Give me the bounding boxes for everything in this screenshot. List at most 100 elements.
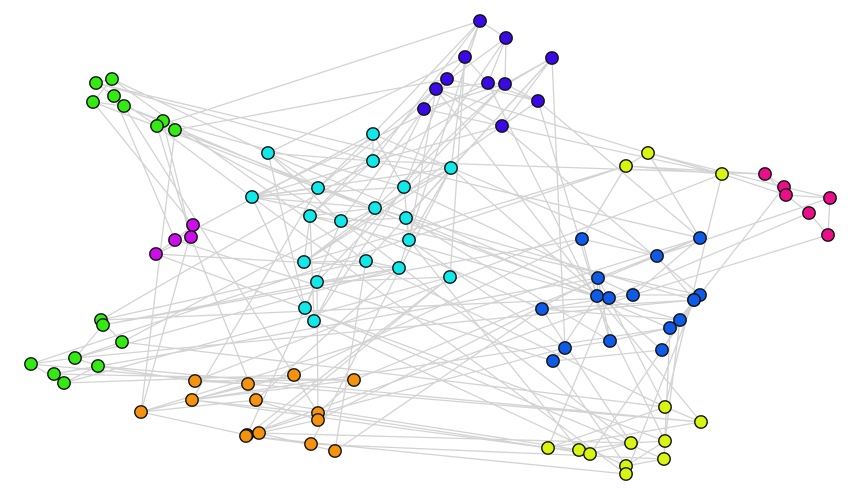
node-yellow-y13	[619, 467, 633, 481]
edge-o11-y9	[258, 432, 632, 444]
edge-g13-y5	[97, 365, 702, 423]
node-green-g11	[115, 335, 129, 349]
edge-b15-b16	[552, 349, 663, 362]
edge-b1-b5	[581, 238, 598, 297]
node-cyan-c18	[298, 301, 312, 315]
edge-c19-c8	[309, 215, 315, 322]
edge-i7-i11	[501, 57, 553, 127]
edge-g8-c7	[174, 129, 376, 209]
edge-c6-b8	[251, 196, 701, 296]
node-pink-p5	[802, 206, 816, 220]
edge-c4-o6	[191, 187, 319, 401]
node-indigo-i1	[473, 14, 487, 28]
edge-i3-c3	[267, 56, 466, 154]
edge-c9-b10	[340, 220, 543, 310]
edge-y1-p1	[625, 165, 766, 175]
node-cyan-c17	[443, 270, 457, 284]
edge-o10-b7	[246, 294, 634, 436]
edge-p3-p4	[785, 194, 831, 199]
edge-c13-m1	[192, 224, 305, 263]
edge-g12-b9	[74, 299, 695, 359]
edge-o9-o11	[258, 419, 319, 434]
edge-o1-y3	[194, 173, 723, 382]
edge-c14-y4	[365, 260, 666, 408]
edge-g8-c9	[174, 129, 342, 222]
edge-c1-c4	[317, 133, 374, 189]
edge-c2-c8	[309, 160, 374, 217]
node-indigo-i5	[481, 76, 495, 90]
edge-layer	[30, 20, 831, 475]
edge-g1-c2	[95, 82, 374, 162]
edge-o4-b2	[353, 255, 658, 381]
edge-b3-b4	[597, 237, 701, 279]
node-green-g13	[91, 359, 105, 373]
node-green-g8	[168, 123, 182, 137]
edge-i8-y2	[435, 88, 649, 154]
edge-o6-b12	[191, 327, 671, 401]
node-yellow-y11	[657, 452, 671, 466]
node-cyan-c1	[366, 127, 380, 141]
edge-i9-c7	[374, 108, 425, 209]
edge-i2-i6	[504, 37, 507, 85]
edge-g10-b1	[102, 238, 583, 326]
edge-i4-c5	[403, 78, 448, 188]
node-orange-o11	[252, 426, 266, 440]
node-orange-o7	[249, 393, 263, 407]
edge-c18-c9	[304, 220, 342, 309]
edge-c12-c13	[303, 167, 452, 263]
node-green-g7	[150, 119, 164, 133]
edge-o8-b14	[317, 347, 566, 414]
node-indigo-i3	[458, 50, 472, 64]
edge-b12-b13	[609, 327, 671, 342]
node-magenta-m1	[186, 218, 200, 232]
node-blue-b16	[655, 343, 669, 357]
node-indigo-i10	[531, 94, 545, 108]
edge-g7-m2	[156, 125, 192, 238]
edge-o4-o6	[191, 379, 355, 401]
node-blue-b5	[590, 289, 604, 303]
node-blue-b6	[602, 291, 616, 305]
node-yellow-y3	[715, 167, 729, 181]
edge-b7-p6	[632, 234, 829, 296]
edge-o5-b3	[140, 237, 701, 413]
edge-y12-b15	[552, 360, 627, 467]
edge-o9-b4	[317, 277, 599, 421]
node-magenta-m3	[168, 233, 182, 247]
edge-i1-g7	[156, 20, 481, 127]
edge-i8-b5	[435, 88, 598, 297]
edge-c6-c12	[251, 167, 452, 198]
edge-g11-c12	[121, 167, 452, 343]
node-blue-b12	[663, 321, 677, 335]
edge-c18-c6	[251, 196, 306, 309]
edge-c15-m4	[155, 253, 400, 269]
edge-b4-b13	[597, 277, 611, 342]
edge-g11-y4	[121, 341, 666, 408]
node-blue-b13	[603, 334, 617, 348]
edge-i9-i11	[423, 108, 503, 127]
node-orange-o14	[239, 429, 253, 443]
edge-g2-c14	[111, 78, 367, 262]
node-cyan-c7	[368, 201, 382, 215]
edge-g2-c3	[111, 78, 269, 154]
edge-c16-c17	[316, 276, 451, 283]
node-magenta-m2	[184, 230, 198, 244]
node-green-g16	[57, 376, 71, 390]
node-green-g2	[105, 72, 119, 86]
node-green-g10	[96, 318, 110, 332]
node-cyan-c13	[297, 255, 311, 269]
node-orange-o5	[134, 405, 148, 419]
node-cyan-c9	[334, 214, 348, 228]
edge-c3-c18	[267, 152, 306, 309]
edge-g14-y1	[30, 165, 627, 365]
edge-c9-y9	[340, 220, 632, 444]
edge-c8-b11	[309, 215, 681, 321]
node-yellow-y9	[624, 436, 638, 450]
edge-g4-m1	[92, 101, 194, 226]
node-orange-o3	[287, 368, 301, 382]
edge-y5-b5	[596, 295, 702, 423]
node-indigo-i6	[498, 77, 512, 91]
node-indigo-i4	[440, 72, 454, 86]
node-blue-b14	[558, 341, 572, 355]
node-cyan-c10	[399, 211, 413, 225]
edge-c2-b3	[372, 160, 701, 239]
